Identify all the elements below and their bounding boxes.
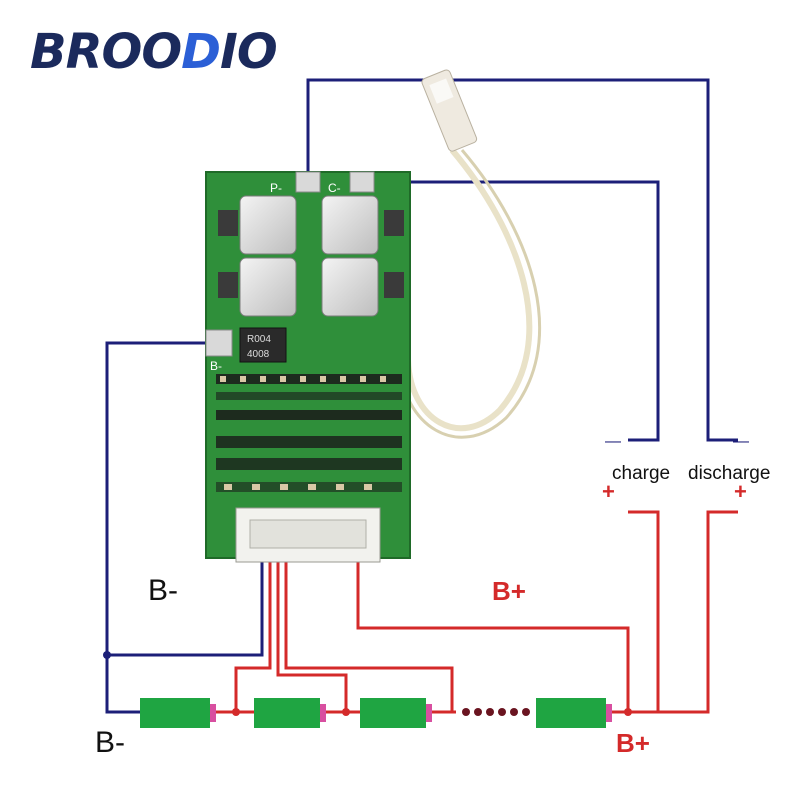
b-minus-upper-label: B- xyxy=(148,574,178,607)
discharge-label: discharge xyxy=(688,463,770,484)
discharge-plus-wire xyxy=(658,510,738,714)
b-plus-upper-label: B+ xyxy=(492,576,526,606)
negative-wires xyxy=(105,78,738,714)
mosfet xyxy=(218,195,297,255)
mosfet xyxy=(321,195,404,255)
c-minus-charge-wire xyxy=(362,180,660,442)
bms-circuit-board xyxy=(205,171,411,563)
b-minus-pad-wire xyxy=(105,341,218,714)
battery-cell xyxy=(360,698,432,728)
b-minus-pad-label: B- xyxy=(210,359,222,373)
b-minus-balance-wire xyxy=(107,562,264,657)
resistor-marking-bottom: 4008 xyxy=(247,349,270,360)
p-minus-pad-label: P- xyxy=(270,181,282,195)
balance-wire-2 xyxy=(276,562,348,712)
b-plus-balance-wire xyxy=(356,562,630,712)
battery-cell xyxy=(254,698,326,728)
battery-cell xyxy=(536,698,612,728)
charge-plus-label: + xyxy=(602,479,615,504)
balance-wire-3 xyxy=(284,562,454,712)
brand-logo: BROODIO xyxy=(30,24,278,80)
b-minus-junction-dot xyxy=(103,651,111,659)
b-minus-lower-label: B- xyxy=(95,726,125,759)
junction-dots xyxy=(232,708,632,716)
b-plus-lower-label: B+ xyxy=(616,728,650,758)
b-minus-pad xyxy=(205,329,233,357)
mosfet xyxy=(218,257,297,317)
resistor-marking-top: R004 xyxy=(247,334,271,345)
discharge-plus-label: + xyxy=(734,479,747,504)
mosfet xyxy=(321,257,404,317)
p-minus-pad xyxy=(295,171,321,193)
c-minus-pad xyxy=(349,171,375,193)
charge-label: charge xyxy=(612,463,670,484)
p-minus-discharge-wire xyxy=(306,78,738,442)
shunt-resistor xyxy=(239,327,287,363)
charge-minus-label: — xyxy=(605,433,621,450)
more-cells-dots xyxy=(462,708,530,716)
balance-wire-1 xyxy=(234,562,272,712)
discharge-minus-label: — xyxy=(733,433,749,450)
charge-plus-wire xyxy=(612,510,660,714)
temperature-sensor xyxy=(398,69,542,439)
component-highlights xyxy=(220,376,386,490)
c-minus-pad-label: C- xyxy=(328,181,341,195)
battery-cell xyxy=(140,698,216,728)
